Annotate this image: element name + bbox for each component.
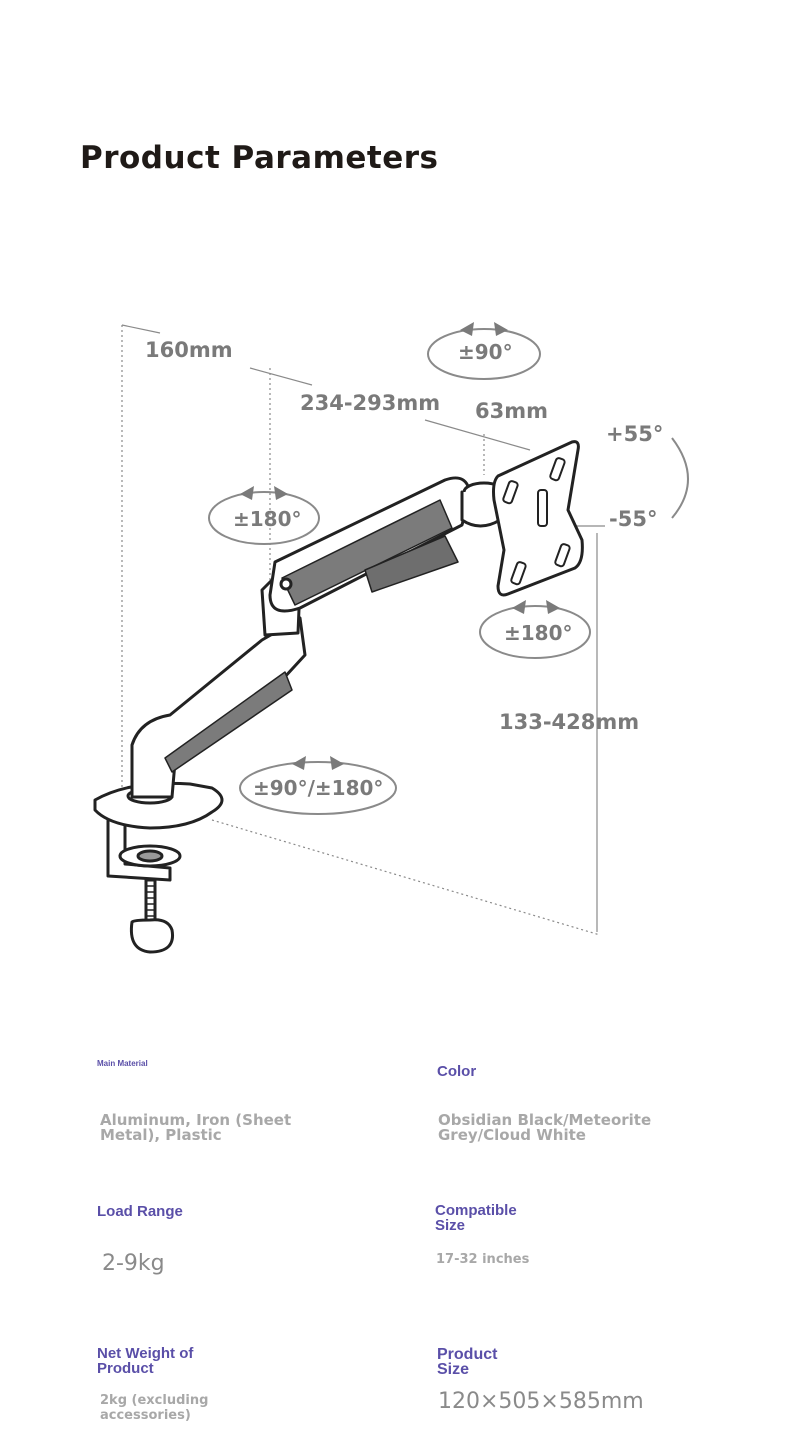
product-size-label: Product Size: [437, 1346, 498, 1378]
dim-depth-base: 160mm: [145, 338, 233, 362]
rotation-arrows: [240, 322, 560, 770]
load-range-label: Load Range: [97, 1203, 183, 1220]
load-range-value: 2-9kg: [102, 1251, 165, 1276]
dim-height-range: 133-428mm: [499, 710, 639, 734]
net-weight-value: 2kg (excluding accessories): [100, 1393, 209, 1423]
dimension-lines: [121, 324, 605, 936]
dim-tilt-down: -55°: [609, 507, 657, 531]
color-value: Obsidian Black/Meteorite Grey/Cloud Whit…: [438, 1111, 652, 1144]
dim-head-offset: 63mm: [475, 399, 548, 423]
product-size-value: 120×505×585mm: [438, 1389, 644, 1414]
dim-rotation-vesa: ±180°: [504, 621, 573, 645]
dim-swivel-top: ±90°: [458, 340, 513, 364]
dim-tilt-up: +55°: [606, 422, 663, 446]
compatible-size-value: 17-32 inches: [436, 1252, 530, 1267]
net-weight-label: Net Weight of Product: [97, 1345, 194, 1377]
color-label: Color: [437, 1063, 477, 1080]
monitor-arm-illustration: [93, 440, 584, 954]
rotation-indicators: [208, 328, 689, 815]
dim-arm-length: 234-293mm: [300, 391, 440, 415]
dim-swivel-elbow: ±180°: [233, 507, 302, 531]
page-title: Product Parameters: [80, 140, 439, 176]
monitor-arm-diagram: 160mm 234-293mm 63mm +55° -55° ±90° ±180…: [93, 322, 689, 954]
main-material-value: Aluminum, Iron (Sheet Metal), Plastic: [100, 1111, 292, 1144]
dim-swivel-base: ±90°/±180°: [253, 776, 383, 800]
main-material-label: Main Material: [97, 1059, 148, 1068]
compatible-size-label: Compatible Size: [435, 1202, 517, 1234]
